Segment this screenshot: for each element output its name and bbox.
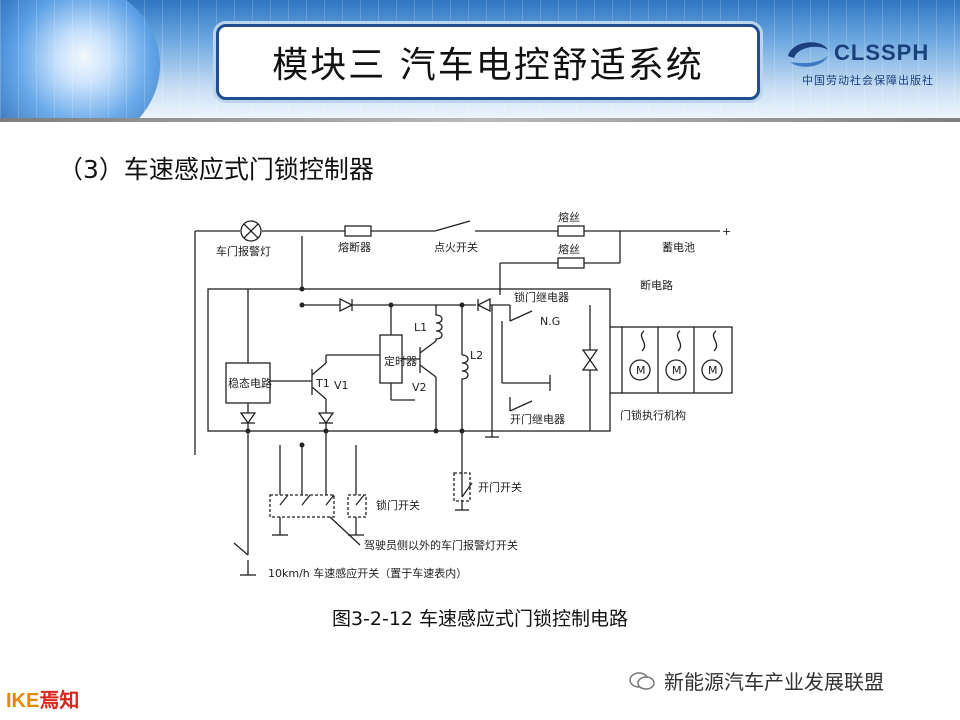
label-fuse1: 熔丝 — [558, 210, 580, 224]
title-box: 模块三 汽车电控舒适系统 — [216, 24, 760, 100]
label-regulator: 稳态电路 — [228, 376, 272, 390]
header-rule — [0, 118, 960, 122]
logo-swirl-icon — [788, 42, 828, 67]
page-title: 模块三 汽车电控舒适系统 — [272, 45, 704, 86]
motor-1 — [629, 359, 651, 381]
label-speed-switch: 10km/h 车速感应开关（置于车速表内） — [268, 566, 467, 580]
label-door-lamp: 车门报警灯 — [216, 244, 271, 258]
globe-graphic — [0, 0, 160, 118]
watermark-text: 新能源汽车产业发展联盟 — [664, 670, 884, 694]
ike-brand-a: IKE — [6, 690, 40, 712]
label-motor-3: M — [708, 364, 718, 377]
label-battery: 蓄电池 — [662, 241, 695, 254]
label-ignition: 点火开关 — [434, 240, 478, 254]
logo-text: CLSSPH — [834, 40, 930, 65]
publisher-logo: CLSSPH 中国劳动社会保障出版社 — [782, 34, 952, 94]
breaker-box — [344, 225, 372, 237]
section-subtitle: （3）车速感应式门锁控制器 — [58, 155, 374, 184]
ike-brand-b: 焉知 — [39, 690, 80, 712]
fuse2-box — [557, 257, 585, 269]
label-lock-relay: 锁门继电器 — [514, 290, 569, 304]
label-v1: V1 — [334, 379, 349, 392]
label-timer: 定时器 — [384, 354, 417, 368]
watermark: 新能源汽车产业发展联盟 — [628, 666, 884, 695]
label-lock-switch: 锁门开关 — [376, 498, 420, 512]
header-banner: 模块三 汽车电控舒适系统 CLSSPH 中国劳动社会保障出版社 — [0, 0, 960, 118]
label-breaker: 熔断器 — [338, 240, 371, 254]
label-l2: L2 — [470, 349, 483, 362]
figure-caption: 图3-2-12 车速感应式门锁控制电路 — [331, 608, 629, 630]
label-l1: L1 — [414, 321, 427, 334]
label-motor-1: M — [636, 364, 646, 377]
motor-2 — [665, 359, 687, 381]
label-actuator: 门锁执行机构 — [620, 408, 686, 422]
label-t1: T1 — [315, 377, 330, 390]
label-unlock-relay: 开门继电器 — [510, 412, 565, 426]
label-motor-2: M — [672, 364, 682, 377]
actuator-box — [621, 326, 733, 394]
circuit-diagram: 车门报警灯 熔断器 点火开关 熔丝 熔丝 蓄电池 + 锁门继电器 断电路 N.G… — [194, 210, 733, 580]
label-open-switch: 开门开关 — [478, 480, 522, 494]
label-circuit-break: 断电路 — [640, 278, 673, 292]
fuse1-box — [557, 225, 585, 237]
label-other-door-switch: 驾驶员侧以外的车门报警灯开关 — [364, 538, 518, 552]
wechat-icon — [629, 671, 655, 690]
motor-3 — [701, 359, 723, 381]
label-v2: V2 — [412, 381, 427, 394]
label-plus: + — [722, 225, 731, 238]
label-ng: N.G — [540, 315, 560, 328]
logo-subtext: 中国劳动社会保障出版社 — [802, 74, 934, 87]
label-fuse2: 熔丝 — [558, 242, 580, 256]
ike-brand: IKE焉知 — [6, 684, 79, 713]
